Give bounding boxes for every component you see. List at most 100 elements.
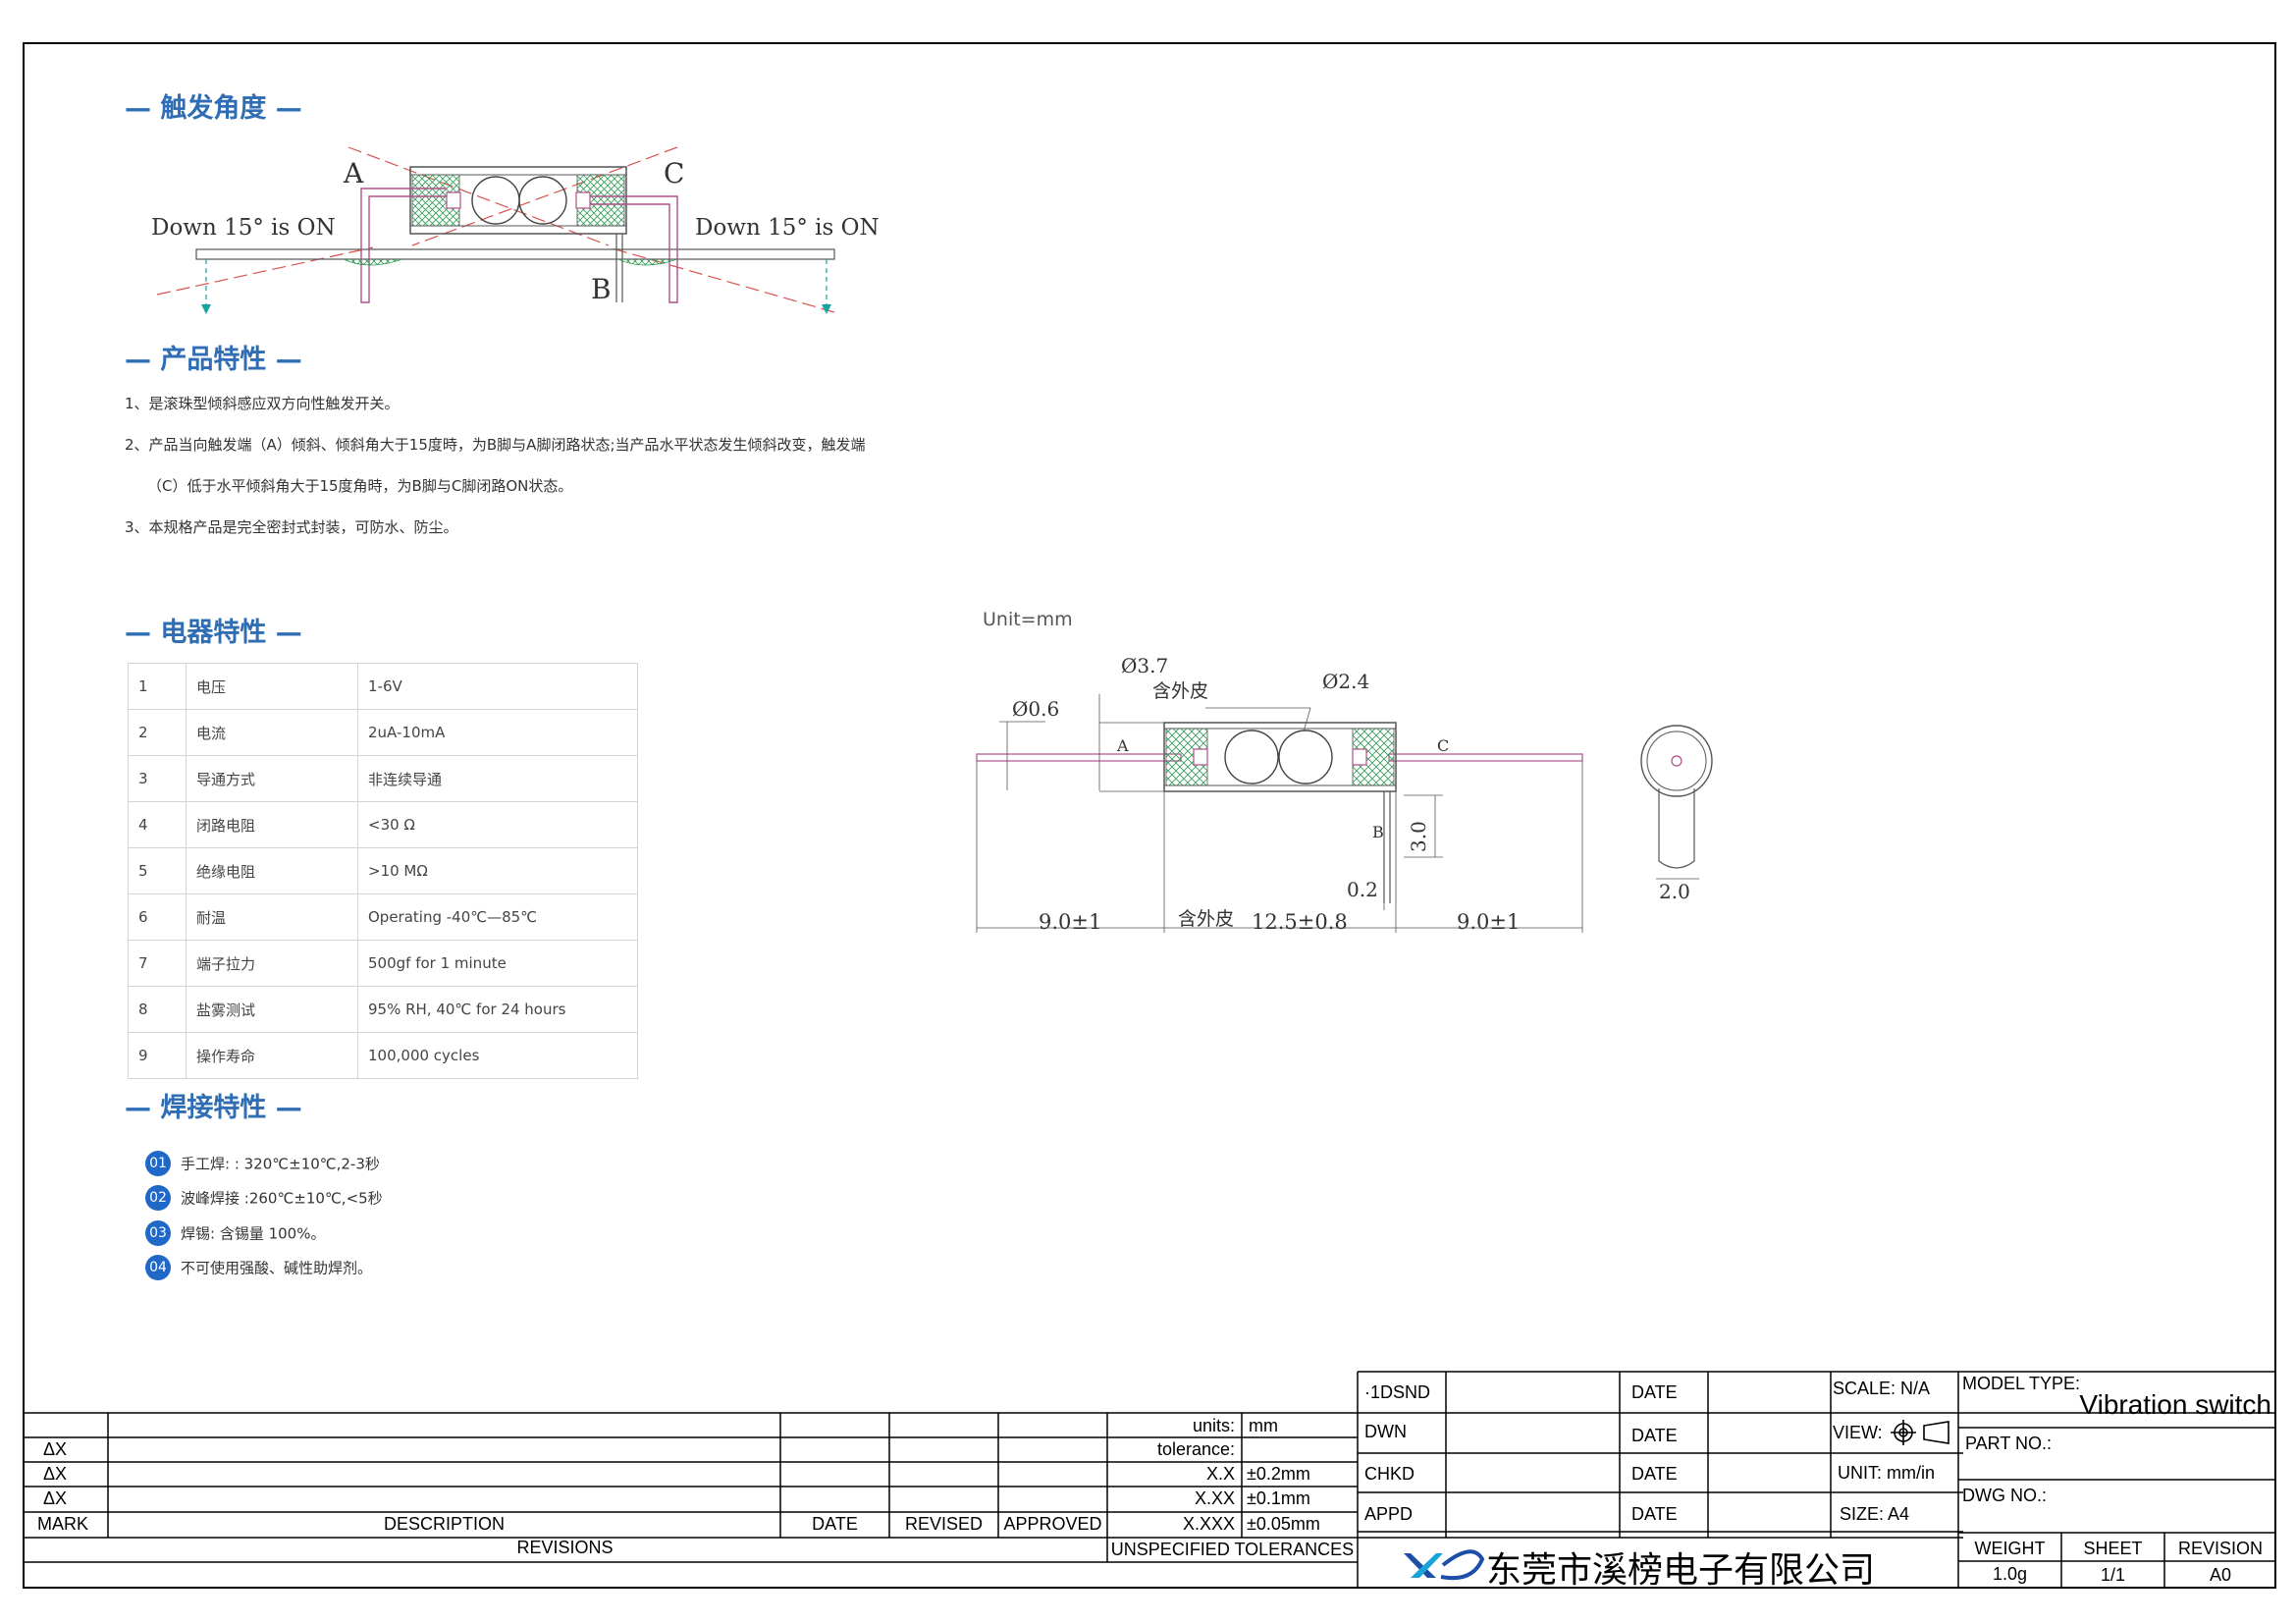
tolerance-label: tolerance: (1156, 1439, 1235, 1459)
sheet-value: 1/1 (2100, 1565, 2126, 1585)
role-designed: ·1DSND (1364, 1382, 1431, 1402)
row-no: 6 (128, 893, 187, 941)
dim-b-length: 3.0 (1407, 821, 1430, 852)
role-approved: APPD (1364, 1504, 1414, 1524)
row-no: 5 (128, 847, 187, 894)
revisions-label: REVISIONS (516, 1538, 614, 1557)
row-item: 闭路电阻 (186, 801, 358, 848)
tol-fmt: X.XX (1194, 1488, 1235, 1508)
label-b: B (591, 273, 612, 305)
dim-body: 12.5±0.8 (1252, 910, 1348, 934)
pin-c-label: C (1437, 736, 1449, 755)
role-date: DATE (1631, 1504, 1678, 1524)
units-label: units: (1192, 1416, 1235, 1435)
role-drawn: DWN (1364, 1422, 1407, 1441)
role-date: DATE (1631, 1426, 1678, 1445)
row-item: 操作寿命 (186, 1032, 358, 1079)
model-type-label: MODEL TYPE: (1962, 1374, 2081, 1393)
dimension-drawing: Ø3.7 含外皮 Ø2.4 Ø0.6 A C B 3.0 0.2 9.0±1 含… (976, 654, 1713, 934)
view-label: VIEW: (1833, 1423, 1883, 1442)
welding-text: 手工焊: : 320℃±10℃,2-3秒 (181, 1155, 380, 1173)
mark-header: MARK (37, 1514, 89, 1534)
welding-badge: 03 (145, 1220, 171, 1246)
approved-header: APPROVED (1003, 1514, 1102, 1534)
role-checked: CHKD (1364, 1464, 1415, 1484)
drawing-frame (23, 42, 2276, 1589)
welding-text: 焊锡: 含锡量 100%。 (181, 1224, 326, 1243)
unit-label: Unit=mm (983, 609, 1073, 630)
row-item: 盐雾测试 (186, 986, 358, 1033)
tol-val: ±0.2mm (1247, 1464, 1310, 1484)
sheet-label: SHEET (2083, 1539, 2143, 1558)
welding-item: 04 不可使用强酸、碱性助焊剂。 (145, 1255, 372, 1280)
company-logo (1404, 1549, 1485, 1581)
row-value: 非连续导通 (357, 755, 638, 802)
section-title-trigger-angle: — 触发角度 — (125, 93, 302, 124)
role-date: DATE (1631, 1464, 1678, 1484)
feature-line-1: 1、是滚珠型倾斜感应双方向性触发开关。 (125, 395, 400, 412)
label-a: A (343, 157, 364, 189)
feature-line-2: 2、产品当向触发端（A）倾斜、倾斜角大于15度時，为B脚与A脚闭路状态;当产品水… (125, 436, 866, 454)
dia-ball: Ø2.4 (1322, 670, 1369, 693)
row-value: 2uA-10mA (357, 709, 638, 756)
delta-mark: ΔX (43, 1439, 68, 1459)
row-item: 导通方式 (186, 755, 358, 802)
dim-right: 9.0±1 (1457, 910, 1520, 934)
weight-value: 1.0g (1992, 1564, 2028, 1584)
row-item: 电流 (186, 709, 358, 756)
unspecified-tolerances: UNSPECIFIED TOLERANCES (1110, 1540, 1355, 1559)
dia-outer: Ø3.7 (1121, 654, 1168, 677)
feature-line-4: 3、本规格产品是完全密封式封装，可防水、防尘。 (125, 518, 458, 536)
revision-label: REVISION (2177, 1539, 2264, 1558)
tol-val: ±0.05mm (1247, 1514, 1320, 1534)
dia-pin: Ø0.6 (1012, 697, 1059, 721)
description-header: DESCRIPTION (383, 1514, 505, 1534)
section-title-electrical: — 电器特性 — (125, 618, 302, 648)
projection-view-icon (1891, 1420, 1949, 1445)
revised-header: REVISED (904, 1514, 984, 1534)
right-note: Down 15° is ON (695, 215, 880, 241)
scale-field: SCALE: N/A (1833, 1379, 1931, 1398)
feature-line-3: （C）低于水平倾斜角大于15度角時，为B脚与C脚闭路ON状态。 (147, 477, 573, 495)
tol-fmt: X.XXX (1182, 1514, 1235, 1534)
label-c: C (664, 157, 684, 189)
welding-item: 03 焊锡: 含锡量 100%。 (145, 1220, 325, 1246)
welding-badge: 04 (145, 1255, 171, 1280)
trigger-angle-figure: A C B Down 15° is ON Down 15° is ON (151, 146, 880, 314)
dim-side: 2.0 (1659, 880, 1690, 903)
tol-fmt: X.X (1205, 1464, 1235, 1484)
row-value: Operating -40℃—85℃ (357, 893, 638, 941)
section-title-product-features: — 产品特性 — (125, 345, 302, 375)
size-field: SIZE: A4 (1840, 1504, 1910, 1524)
dwg-no-label: DWG NO.: (1962, 1486, 2047, 1505)
row-value: <30 Ω (357, 801, 638, 848)
weight-label: WEIGHT (1974, 1539, 2046, 1558)
welding-text: 不可使用强酸、碱性助焊剂。 (181, 1259, 373, 1277)
row-no: 3 (128, 755, 187, 802)
unit-field: UNIT: mm/in (1838, 1463, 1935, 1483)
model-type-value: Vibration switch (2079, 1389, 2271, 1420)
part-no-label: PART NO.: (1965, 1434, 2053, 1453)
section-title-welding: — 焊接特性 — (125, 1093, 302, 1123)
pin-a-label: A (1116, 736, 1129, 755)
units-value: mm (1249, 1416, 1278, 1435)
revision-value: A0 (2209, 1565, 2232, 1585)
outer-note: 含外皮 (1152, 680, 1208, 702)
row-no: 2 (128, 709, 187, 756)
row-value: 1-6V (357, 663, 638, 710)
pin-b-label: B (1372, 823, 1384, 841)
row-value: 100,000 cycles (357, 1032, 638, 1079)
delta-mark: ΔX (43, 1488, 68, 1508)
left-note: Down 15° is ON (151, 215, 336, 241)
